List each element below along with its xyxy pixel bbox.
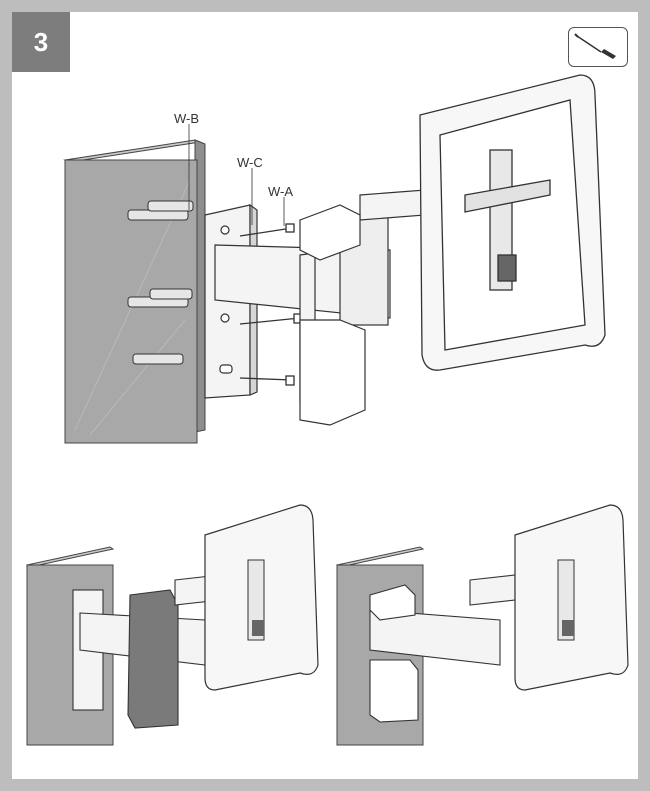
top-exploded-view: W-B W-C W-A — [63, 74, 606, 444]
tool-indicator — [568, 27, 628, 67]
screwdriver-icon — [574, 33, 616, 59]
mounting-screws — [239, 223, 303, 386]
arm-cover — [299, 204, 366, 426]
washer-label: W-C — [237, 155, 263, 170]
screw-label: W-A — [268, 184, 293, 199]
bottom-left-assembly — [25, 504, 319, 746]
step-number-badge: 3 — [12, 12, 70, 72]
bottom-right-assembly — [335, 504, 629, 746]
label-leaders — [188, 124, 285, 226]
wall-anchor-group — [127, 200, 194, 365]
anchor-label: W-B — [174, 111, 199, 126]
vesa-plate — [419, 74, 606, 371]
